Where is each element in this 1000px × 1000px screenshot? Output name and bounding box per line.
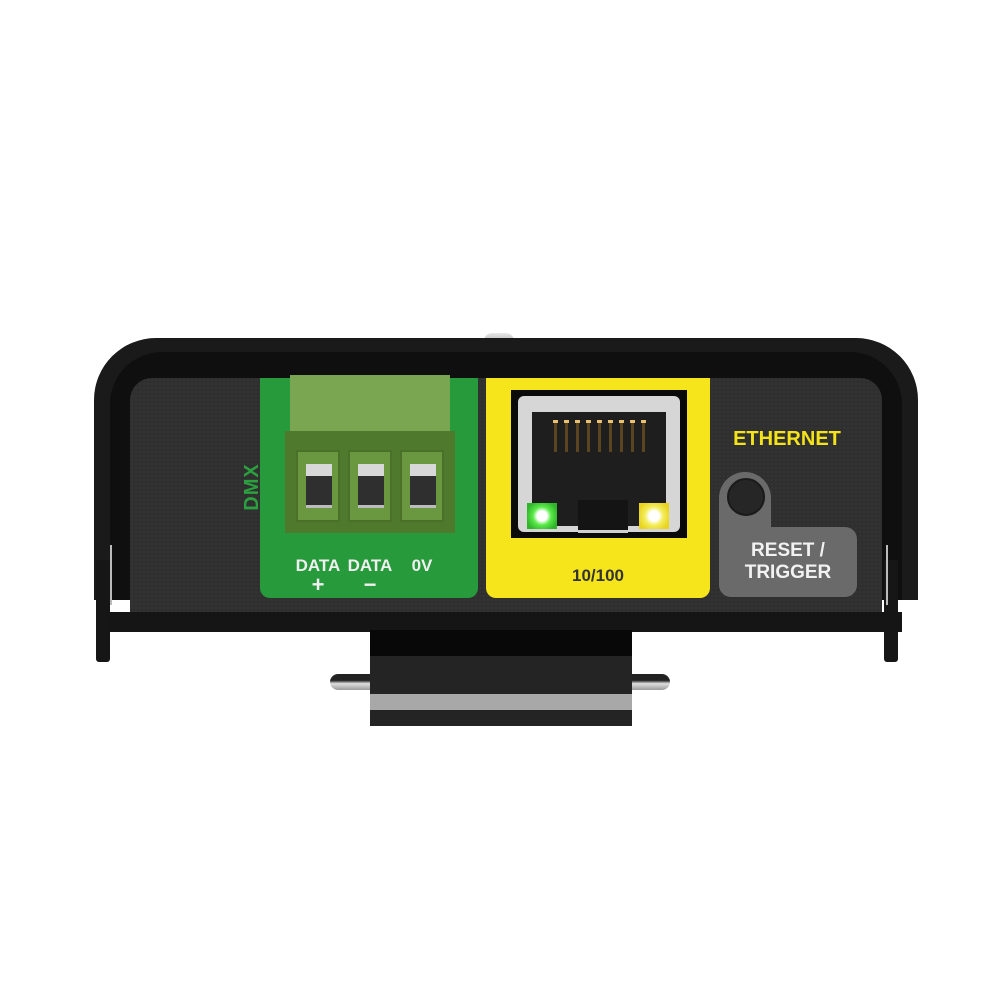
terminal-data-plus[interactable] xyxy=(296,450,340,522)
rj45-contacts-icon xyxy=(538,420,660,456)
reset-plate xyxy=(719,527,857,597)
terminal-data-minus[interactable] xyxy=(348,450,392,522)
reset-label-line2: TRIGGER xyxy=(744,562,832,583)
pin-sign-plus: + xyxy=(311,572,325,597)
pin-sign-minus: − xyxy=(363,572,377,597)
terminal-block-top xyxy=(290,375,450,441)
ethernet-title: ETHERNET xyxy=(733,428,841,450)
reset-label-line1: RESET / xyxy=(751,540,825,561)
rj45-latch-notch xyxy=(578,500,628,533)
right-edge-highlight xyxy=(886,545,888,605)
top-nub xyxy=(484,333,514,341)
din-clip-stripe xyxy=(370,694,632,710)
terminal-0v[interactable] xyxy=(400,450,444,522)
pin-label-data-minus: DATA xyxy=(347,556,393,575)
reset-trigger-button[interactable] xyxy=(727,478,765,516)
activity-led-icon xyxy=(639,503,669,529)
left-edge-highlight xyxy=(110,545,112,605)
ethernet-speed-label: 10/100 xyxy=(572,566,624,585)
din-rail-left xyxy=(330,674,372,690)
pin-label-0v: 0V xyxy=(411,556,433,575)
bottom-lip xyxy=(110,612,902,632)
screw-slot-icon xyxy=(410,464,436,508)
screw-slot-icon xyxy=(358,464,384,508)
left-mount-fin xyxy=(96,560,110,662)
din-clip-shadow xyxy=(370,630,632,656)
din-rail-right xyxy=(630,674,670,690)
reset-trigger-label: RESET / TRIGGER xyxy=(719,540,857,584)
link-led-icon xyxy=(527,503,557,529)
screw-slot-icon xyxy=(306,464,332,508)
pin-label-data-plus: DATA xyxy=(295,556,341,575)
